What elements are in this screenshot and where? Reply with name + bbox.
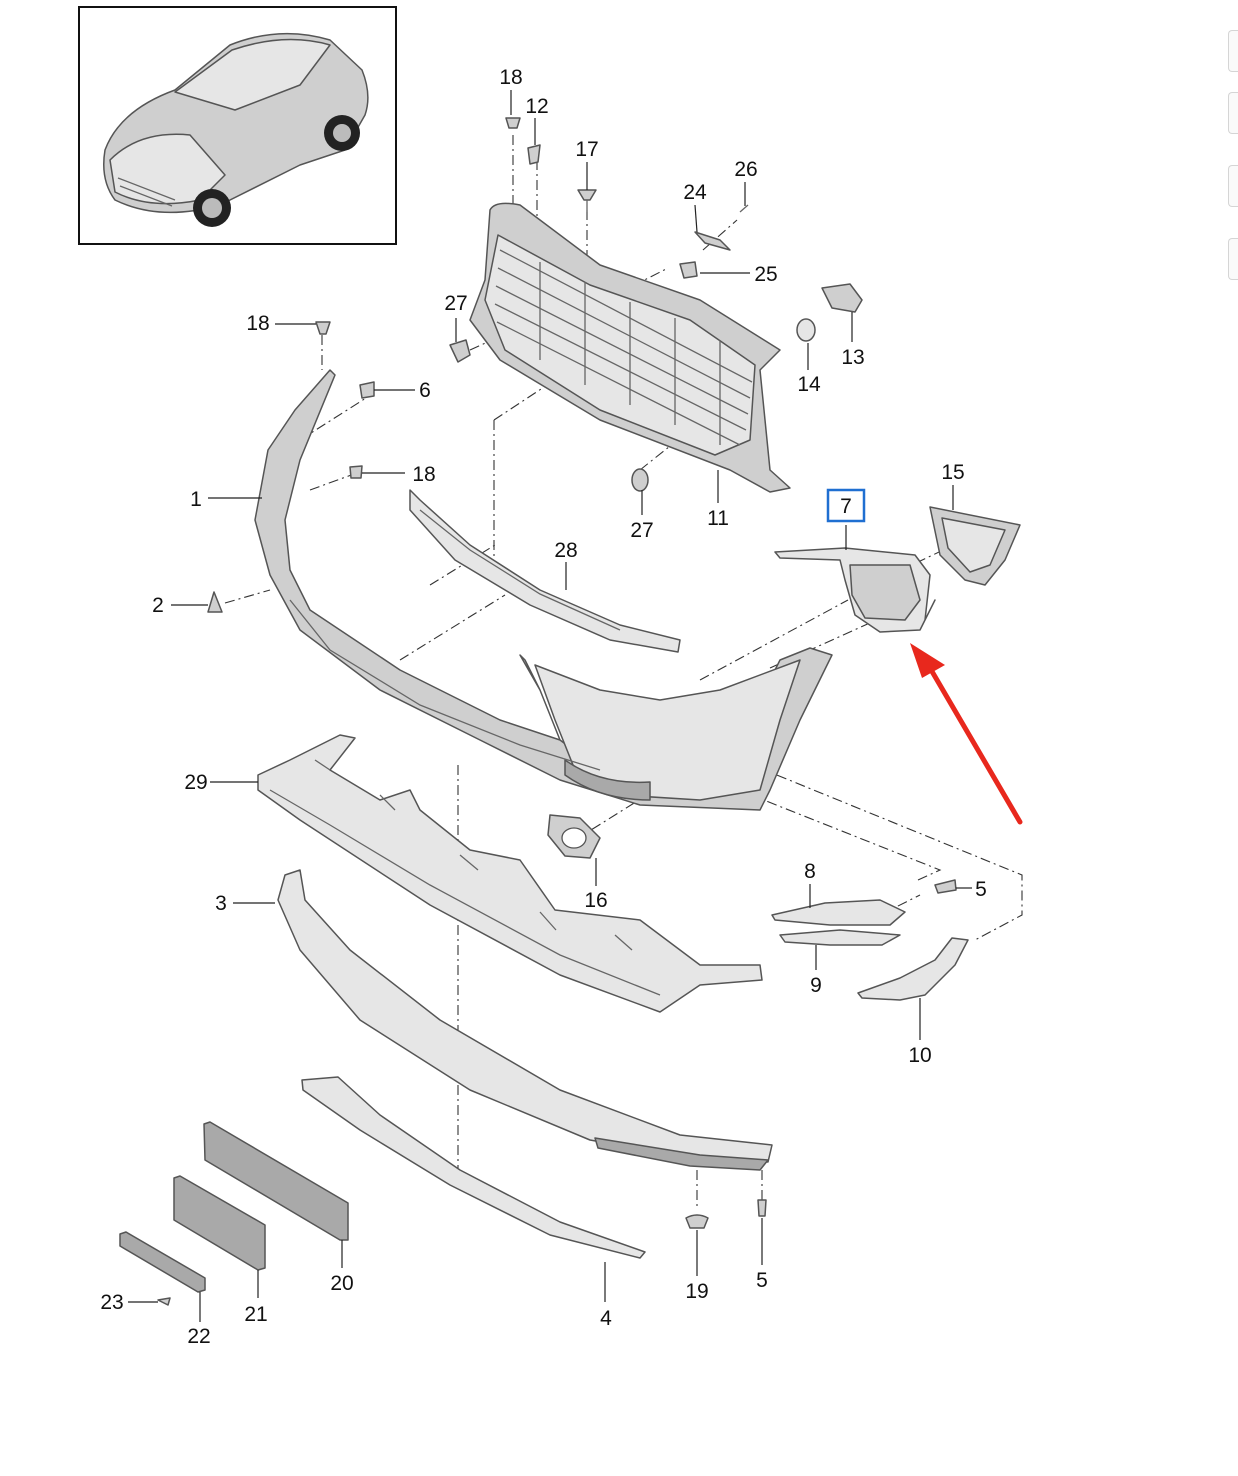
callout-24: 24 [683,181,707,204]
side-tab[interactable] [1228,238,1238,280]
fasteners [157,117,957,1306]
vehicle-thumbnail [78,6,397,245]
part-lower-spoiler [277,869,773,1171]
callout-22: 22 [187,1325,210,1348]
callout-8: 8 [804,860,816,883]
callout-15: 15 [941,461,964,484]
callout-11: 11 [707,507,729,530]
part-license-brackets [119,1121,349,1293]
callout-13: 13 [841,346,864,369]
part-grille [469,202,791,493]
red-arrow-icon [910,643,1023,825]
callout-26: 26 [734,158,757,181]
part-side-vent [774,547,936,633]
callout-5: 5 [975,878,987,901]
callout-19: 19 [685,1280,708,1303]
callout-18: 18 [499,66,522,89]
callout-10: 10 [908,1044,931,1067]
callout-18: 18 [246,312,269,335]
callout-5: 5 [756,1269,768,1292]
callout-7: 7 [840,495,852,518]
callout-1: 1 [190,488,202,511]
part-corner-covers [771,899,969,1001]
callout-23: 23 [100,1291,123,1314]
part-fog-lamp-bezel [547,814,601,859]
part-trim-strip [409,489,681,653]
callout-29: 29 [184,771,207,794]
callout-labels: 18 12 17 24 26 25 27 13 14 18 6 18 1 15 … [100,66,987,1348]
callout-16: 16 [584,889,607,912]
part-carrier [257,734,763,1013]
part-outer-vent [929,506,1021,586]
callout-6: 6 [419,379,431,402]
callout-28: 28 [554,539,577,562]
callout-14: 14 [797,373,821,396]
highlight-box [826,488,866,523]
callout-17: 17 [575,138,598,161]
callout-21: 21 [244,1303,267,1326]
callout-3: 3 [215,892,227,915]
callout-18: 18 [412,463,435,486]
callout-2: 2 [152,594,164,617]
callout-20: 20 [330,1272,353,1295]
side-tab[interactable] [1228,30,1238,72]
callout-12: 12 [525,95,548,118]
leader-lines [128,90,972,1322]
part-lower-strip [301,1076,646,1259]
callout-4: 4 [600,1307,612,1330]
callout-27: 27 [630,519,653,542]
part-bumper-cover [254,369,833,811]
callout-25: 25 [754,263,777,286]
side-tab[interactable] [1228,165,1238,207]
side-tab[interactable] [1228,92,1238,134]
callout-9: 9 [810,974,822,997]
callout-27: 27 [444,292,467,315]
